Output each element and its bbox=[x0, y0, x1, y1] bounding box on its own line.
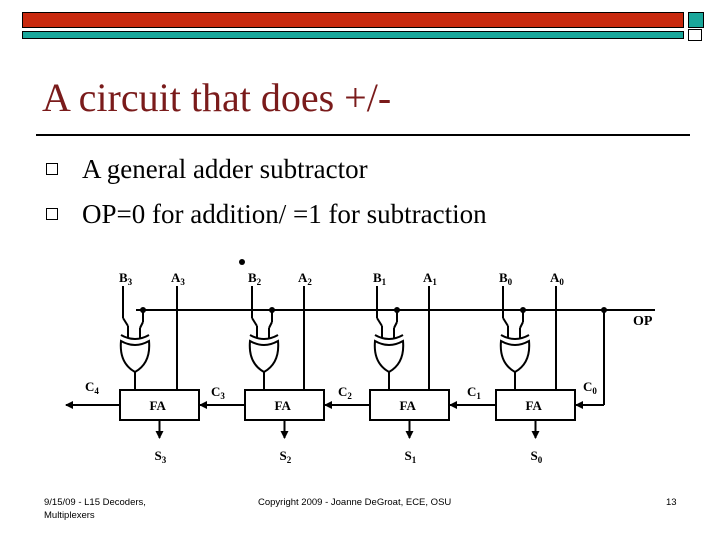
xor-gate bbox=[248, 339, 280, 374]
xor-gate-arc bbox=[120, 334, 150, 340]
a-input-label-1: A2 bbox=[298, 270, 312, 287]
a-input-label-2: A1 bbox=[423, 270, 437, 287]
sum-label-2: S1 bbox=[405, 448, 417, 465]
junction-dot bbox=[601, 307, 607, 313]
sum-label-1: S2 bbox=[280, 448, 292, 465]
b-wire bbox=[502, 317, 509, 327]
xor-gate bbox=[373, 339, 405, 374]
xor-gate-arc bbox=[500, 334, 530, 340]
xor-gate bbox=[119, 339, 151, 374]
bullet-item-1: A general adder subtractor bbox=[46, 154, 368, 185]
sum-label-3: S0 bbox=[531, 448, 543, 465]
top-bar-teal bbox=[22, 31, 684, 39]
b-input-label-1: B2 bbox=[248, 270, 262, 287]
fa-label: FA bbox=[400, 398, 417, 413]
xor-gate-arc bbox=[374, 334, 404, 340]
xor-gate-arc bbox=[249, 334, 279, 340]
bullet-text-2: OP=0 for addition/ =1 for subtraction bbox=[82, 199, 487, 229]
xor-gate bbox=[499, 339, 531, 374]
op-label: OP bbox=[633, 314, 653, 329]
bullet-text-1: A general adder subtractor bbox=[82, 154, 368, 184]
square-bullet-icon bbox=[46, 207, 58, 220]
a-input-label-0: A3 bbox=[171, 270, 185, 287]
b-wire bbox=[122, 317, 129, 327]
page-number: 13 bbox=[666, 497, 677, 508]
b-wire bbox=[376, 317, 383, 327]
footer-topic: Multiplexers bbox=[44, 510, 95, 521]
op-tap bbox=[268, 321, 273, 329]
op-tap bbox=[139, 321, 144, 329]
fa-label: FA bbox=[275, 398, 292, 413]
a-input-label-3: A0 bbox=[550, 270, 564, 287]
footer-copyright: Copyright 2009 - Joanne DeGroat, ECE, OS… bbox=[258, 497, 452, 508]
carry-label-c0: C0 bbox=[583, 379, 597, 396]
carry-label-c2: C2 bbox=[338, 384, 352, 401]
junction-dot bbox=[239, 259, 245, 265]
b-input-label-3: B0 bbox=[499, 270, 513, 287]
carry-label-c3: C3 bbox=[211, 384, 225, 401]
footer-left: 9/15/09 - L15 Decoders, Multiplexers bbox=[44, 496, 146, 522]
fa-label: FA bbox=[526, 398, 543, 413]
corner-box-white bbox=[688, 29, 702, 41]
fa-label: FA bbox=[150, 398, 167, 413]
corner-box-teal bbox=[688, 12, 704, 28]
square-bullet-icon bbox=[46, 162, 58, 175]
carry-label-c4: C4 bbox=[85, 379, 99, 396]
b-wire bbox=[251, 317, 258, 327]
sum-label-0: S3 bbox=[155, 448, 167, 465]
bullet-item-2: OP=0 for addition/ =1 for subtraction bbox=[46, 199, 487, 230]
b-input-label-2: B1 bbox=[373, 270, 387, 287]
carry-label-c1: C1 bbox=[467, 384, 481, 401]
b-input-label-0: B3 bbox=[119, 270, 133, 287]
op-tap bbox=[519, 321, 524, 329]
full-adder-box bbox=[369, 389, 450, 421]
slide-title: A circuit that does +/- bbox=[42, 75, 392, 120]
op-tap bbox=[393, 321, 398, 329]
footer-date-lecture: 9/15/09 - L15 Decoders, bbox=[44, 497, 146, 508]
top-bar-red bbox=[22, 12, 684, 28]
title-divider bbox=[36, 134, 690, 136]
